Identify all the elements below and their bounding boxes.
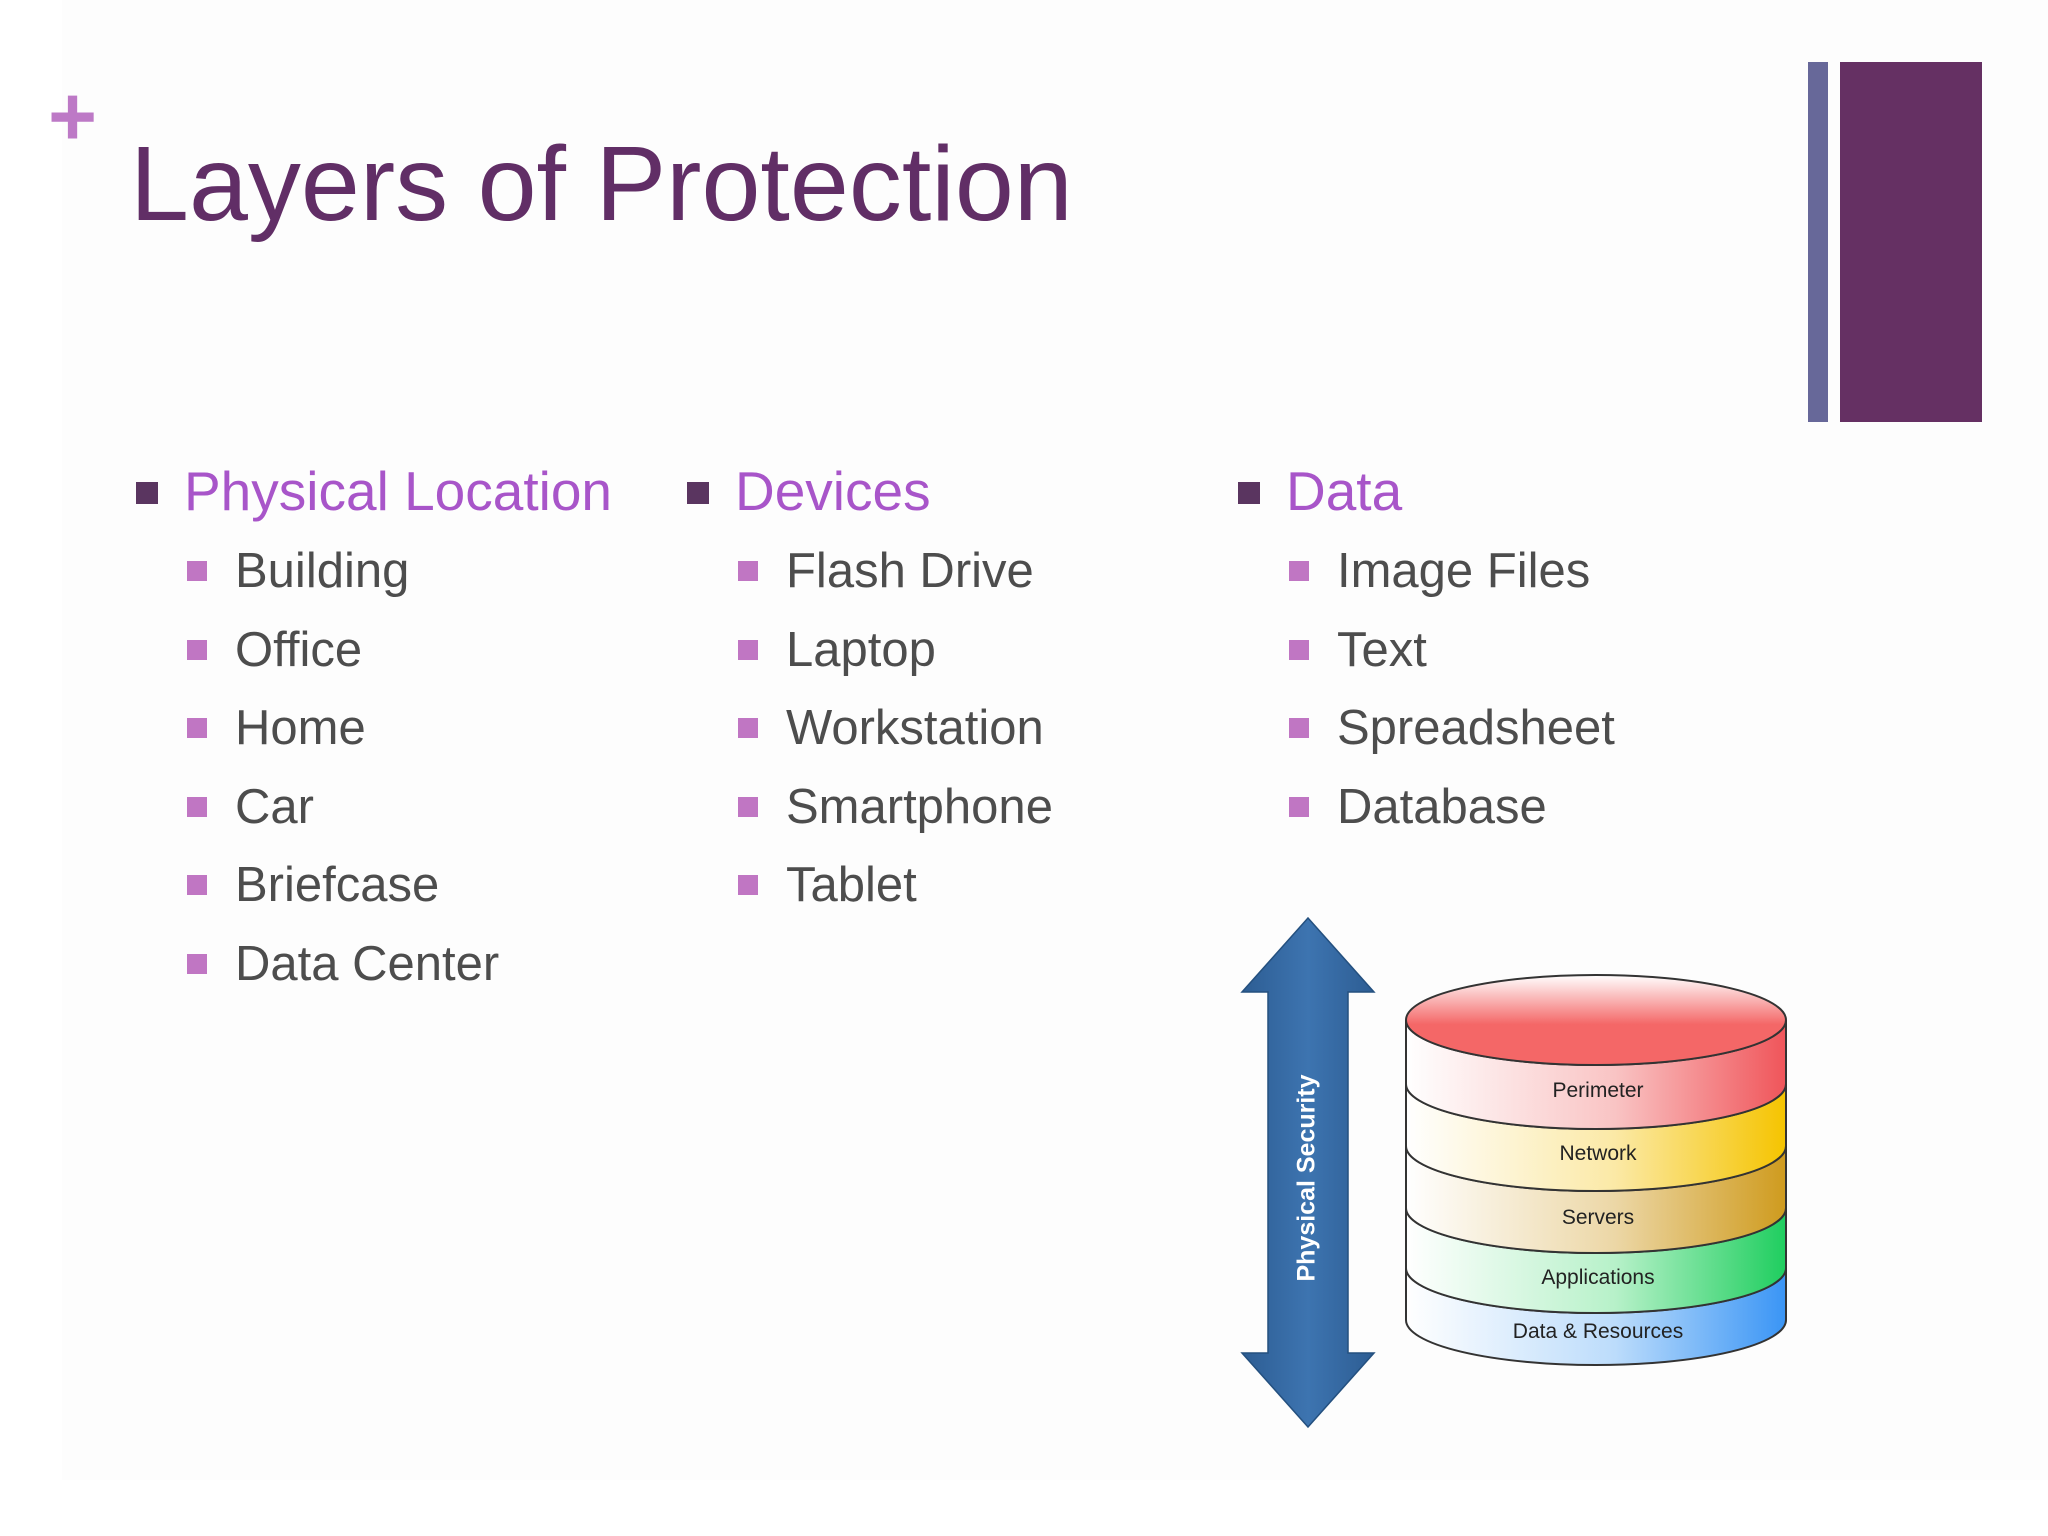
list-item-text: Briefcase: [235, 858, 440, 913]
square-bullet-icon: [187, 639, 207, 660]
list-item-text: Spreadsheet: [1337, 701, 1615, 756]
square-bullet-icon: [1289, 796, 1309, 817]
slide-bottom-margin: [0, 1480, 2048, 1536]
accent-bar-thin: [1808, 62, 1828, 422]
list-item-text: Car: [235, 779, 314, 834]
list-item-text: Tablet: [786, 858, 917, 913]
square-bullet-icon: [687, 482, 709, 504]
list-item-text: Workstation: [786, 701, 1044, 756]
square-bullet-icon: [738, 718, 758, 739]
square-bullet-icon: [738, 639, 758, 660]
cylinder-layer-data-resources: Data & Resources: [1405, 1267, 1787, 1366]
accent-bar-thick: [1840, 62, 1982, 422]
layer-label: Perimeter: [1552, 1079, 1643, 1102]
list-item-text: Flash Drive: [786, 544, 1034, 598]
square-bullet-icon: [738, 796, 758, 817]
plus-icon: +: [48, 69, 98, 163]
layers-diagram-svg: Physical Security Data & Resources Appli…: [1240, 916, 1787, 1429]
layer-label: Network: [1559, 1142, 1637, 1165]
list-item-text: Database: [1337, 779, 1547, 834]
column-heading-text: Physical Location: [184, 460, 613, 522]
square-bullet-icon: [187, 561, 207, 581]
layer-label: Servers: [1562, 1206, 1634, 1229]
list-item-text: Building: [235, 544, 410, 598]
square-bullet-icon: [738, 875, 758, 896]
layer-label: Applications: [1541, 1266, 1654, 1289]
square-bullet-icon: [1238, 482, 1260, 504]
square-bullet-icon: [1289, 718, 1309, 739]
square-bullet-icon: [187, 875, 207, 896]
list-item-text: Data Center: [235, 936, 500, 991]
column-heading-text: Data: [1286, 460, 1403, 522]
square-bullet-icon: [1289, 639, 1309, 660]
square-bullet-icon: [1289, 561, 1309, 581]
square-bullet-icon: [187, 718, 207, 739]
square-bullet-icon: [187, 953, 207, 974]
arrow-label: Physical Security: [1293, 1074, 1321, 1281]
cylinder-top: [1405, 974, 1787, 1066]
layer-label: Data & Resources: [1513, 1320, 1683, 1343]
list-item-text: Smartphone: [786, 779, 1053, 834]
list-item-text: Office: [235, 622, 363, 677]
slide-title: Layers of Protection: [130, 125, 1073, 243]
cylinder-layer-network: Network: [1405, 1083, 1787, 1192]
list-item-text: Laptop: [786, 622, 936, 677]
square-bullet-icon: [738, 561, 758, 581]
layers-diagram: Physical Security Data & Resources Appli…: [1236, 910, 1796, 1430]
square-bullet-icon: [187, 796, 207, 817]
square-bullet-icon: [136, 482, 158, 504]
double-arrow-icon: [1240, 916, 1376, 1429]
list-item-text: Home: [235, 701, 366, 756]
list-item-text: Text: [1337, 622, 1427, 677]
column-heading-text: Devices: [735, 460, 931, 522]
list-item-text: Image Files: [1337, 544, 1591, 598]
slide-left-margin: [0, 0, 62, 1536]
